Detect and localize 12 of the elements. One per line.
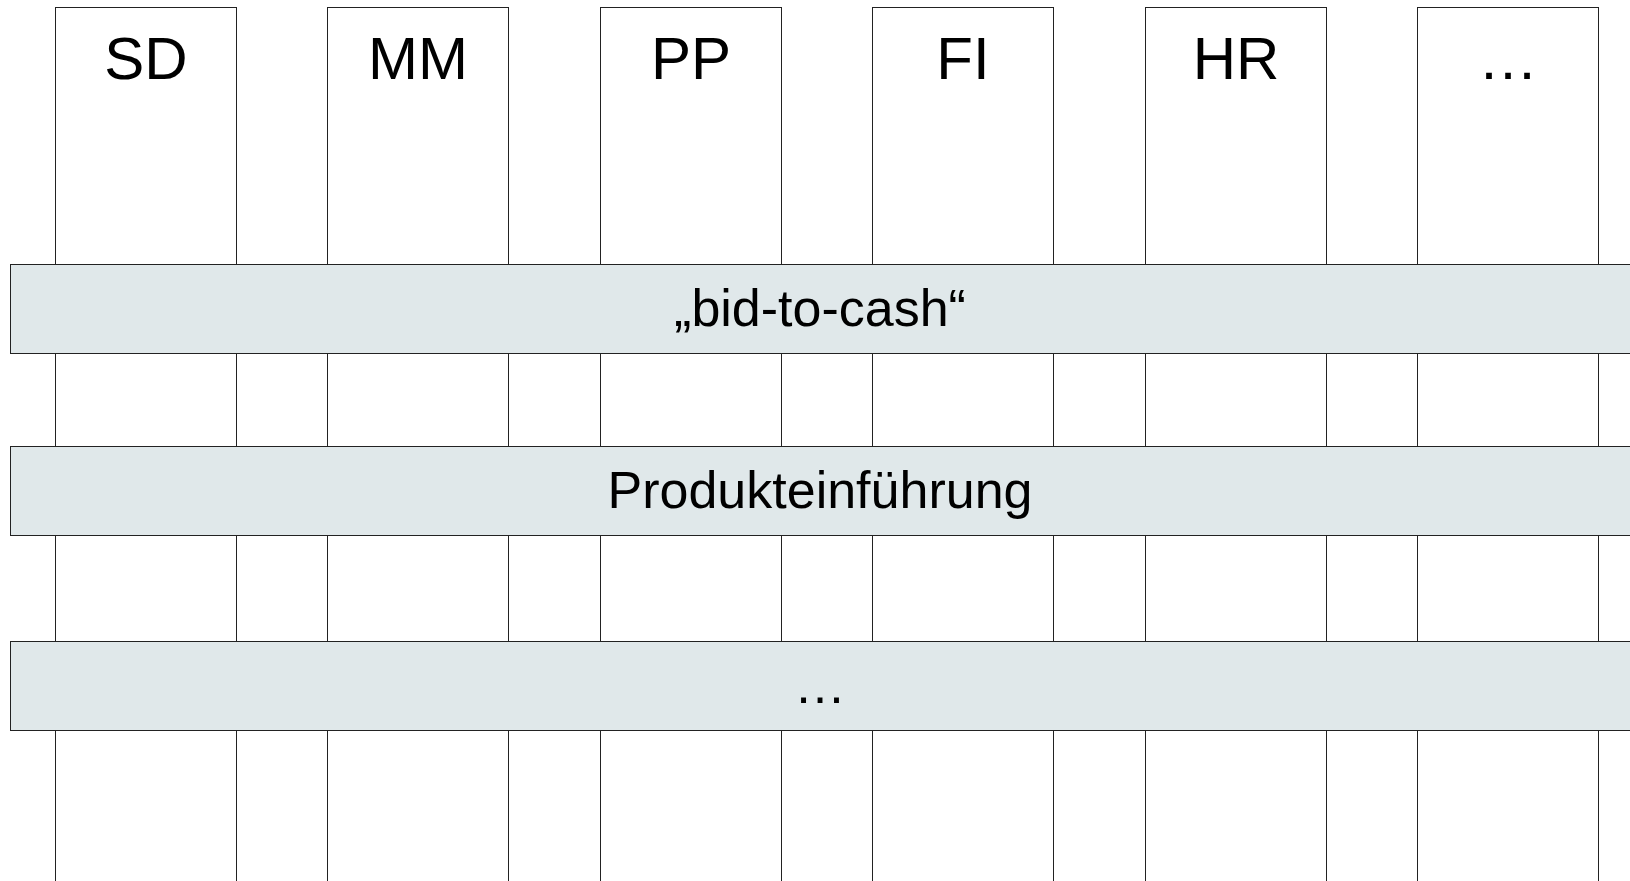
band-label: Produkteinführung (607, 462, 1034, 520)
band-label: „bid-to-cash“ (674, 280, 967, 338)
column-label: SD (104, 26, 188, 92)
column-label: PP (650, 26, 731, 92)
process-band (10, 264, 1630, 354)
band-label: … (794, 657, 847, 715)
process-band (10, 446, 1630, 536)
column-label: … (1478, 26, 1538, 92)
process-band (10, 641, 1630, 731)
column-label: MM (368, 26, 468, 92)
column-label: HR (1192, 26, 1280, 92)
column-label: FI (936, 26, 990, 92)
